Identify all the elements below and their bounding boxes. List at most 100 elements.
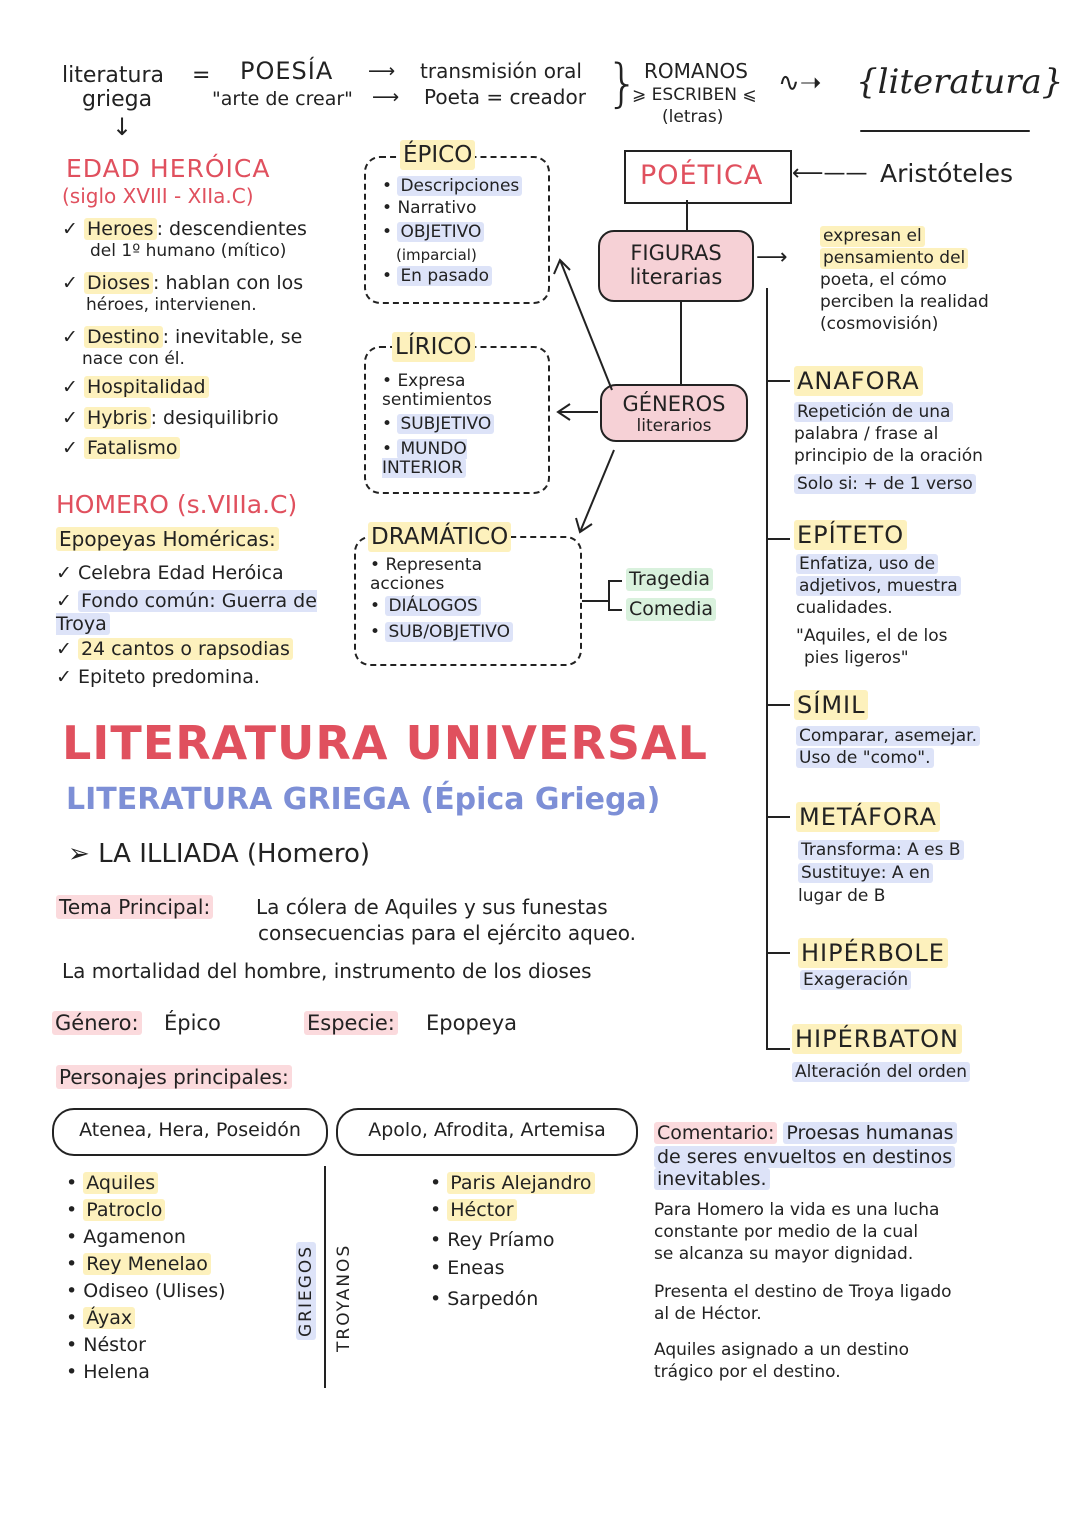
troyanos-gods-bubble: Apolo, Afrodita, Artemisa — [336, 1108, 638, 1156]
especie-label: Especie: — [304, 1011, 398, 1035]
figuras-pill: FIGURAS literarias — [598, 230, 754, 302]
letras-label: (letras) — [662, 107, 724, 127]
list-item-cont: nace con él. — [82, 349, 185, 369]
list-item: • Patroclo — [66, 1199, 166, 1222]
connector-line — [766, 1048, 790, 1050]
list-item: • OBJETIVO — [382, 222, 485, 243]
divider-line — [324, 1166, 326, 1388]
comentario-line: al de Héctor. — [654, 1304, 762, 1324]
list-item-cont: héroes, intervienen. — [86, 295, 257, 315]
generos-pill: GÉNEROS literarios — [600, 384, 748, 442]
poeta-creador: Poeta = creador — [424, 85, 586, 109]
edad-heroica-subtitle: (siglo XVIII - XIIa.C) — [62, 184, 254, 208]
desc-line: Transforma: A es B — [798, 840, 964, 861]
down-arrow-icon: ↓ — [112, 113, 133, 141]
comentario-line: Aquiles asignado a un destino — [654, 1340, 910, 1360]
hiperbole-title: HIPÉRBOLE — [798, 938, 948, 968]
list-item: • SUBJETIVO — [382, 414, 495, 435]
list-item: • En pasado — [382, 266, 493, 287]
desc-line: principio de la oración — [794, 446, 983, 466]
lirico-title: LÍRICO — [392, 332, 475, 362]
tema-line-2: consecuencias para el ejército aqueo. — [258, 921, 636, 945]
expresan-line: perciben la realidad — [820, 292, 989, 312]
dramatico-title: DRAMÁTICO — [368, 522, 512, 552]
comentario-line: se alcanza su mayor dignidad. — [654, 1244, 914, 1264]
list-item: ✓ Hospitalidad — [62, 376, 209, 399]
escriben-label: ⩾ ESCRIBEN ⩽ — [632, 85, 757, 105]
connector-line — [608, 580, 610, 610]
edad-heroica-title: EDAD HERÓICA — [66, 154, 271, 183]
connector-line — [680, 300, 682, 384]
griegos-label: GRIEGOS — [296, 1241, 316, 1340]
desc-line: Comparar, asemejar. — [796, 726, 980, 747]
tema-label: Tema Principal: — [56, 895, 214, 919]
hiperbaton-desc: Alteración del orden — [792, 1062, 971, 1083]
list-item: ✓ Destino: inevitable, se — [62, 326, 303, 348]
connector-line — [766, 538, 790, 540]
anafora-title: ANAFORA — [794, 366, 923, 396]
generos-line-2: literarios — [636, 416, 712, 436]
poesia-label: POESÍA — [240, 57, 334, 85]
list-item: • Eneas — [430, 1257, 505, 1279]
epico-title: ÉPICO — [400, 140, 476, 170]
griegos-gods-bubble: Atenea, Hera, Poseidón — [52, 1108, 328, 1156]
transmision-oral: transmisión oral — [420, 59, 582, 83]
list-item: ✓ Heroes: descendientes — [62, 218, 307, 240]
squiggle-arrow-icon: ∿➝ — [778, 68, 822, 98]
pen-icon: ➢ — [68, 839, 90, 869]
desc-line: lugar de B — [798, 886, 886, 906]
tema-line-1: La cólera de Aquiles y sus funestas — [256, 895, 608, 919]
list-item: • Áyax — [66, 1307, 136, 1330]
list-item-note: (imparcial) — [396, 246, 477, 264]
list-item: • Expresa sentimientos — [382, 371, 492, 410]
arrow-icon: ⟶ — [368, 60, 396, 82]
list-item: • SUB/OBJETIVO — [370, 622, 513, 643]
genero-label: Género: — [52, 1011, 142, 1035]
comentario-line: trágico por el destino. — [654, 1362, 841, 1382]
epiteto-title: EPÍTETO — [794, 520, 908, 550]
connector-line — [608, 580, 622, 582]
list-item: • Agamenon — [66, 1226, 186, 1248]
hiperbaton-title: HIPÉRBATON — [792, 1024, 962, 1054]
list-item: ✓ Epiteto predomina. — [56, 666, 260, 688]
troyanos-label: TROYANOS — [334, 1243, 354, 1352]
desc-line: pies ligeros" — [804, 648, 909, 668]
list-item-cont: del 1º humano (mítico) — [90, 241, 287, 261]
list-item: • Néstor — [66, 1334, 146, 1356]
generos-arrows — [553, 258, 615, 534]
desc-line: adjetivos, muestra — [796, 576, 961, 597]
figuras-line-2: literarias — [629, 265, 723, 289]
comentario-line: de seres envueltos en destinos — [654, 1146, 956, 1169]
romanos-label: ROMANOS — [644, 59, 748, 83]
list-item: ✓ Celebra Edad Heróica — [56, 562, 284, 584]
comentario-line: Presenta el destino de Troya ligado — [654, 1282, 952, 1302]
list-item: • Rey Menelao — [66, 1253, 211, 1276]
especie-value: Epopeya — [426, 1011, 517, 1035]
comentario-line: Para Homero la vida es una lucha — [654, 1200, 940, 1220]
lit-griega-label-1: literatura — [62, 63, 165, 88]
desc-line: Uso de "como". — [796, 748, 934, 769]
hiperbole-desc: Exageración — [800, 970, 912, 991]
desc-line: Repetición de una — [794, 402, 954, 423]
epopeyas-label: Epopeyas Homéricas: — [56, 527, 279, 551]
simil-title: SÍMIL — [794, 690, 869, 720]
comentario-line: inevitables. — [654, 1168, 770, 1191]
list-item: • Paris Alejandro — [430, 1172, 595, 1195]
generos-line-1: GÉNEROS — [622, 392, 726, 416]
aristoteles-label: Aristóteles — [880, 159, 1013, 188]
figures-spine — [766, 288, 768, 1050]
list-item: • Representa acciones — [370, 555, 482, 594]
list-item: • Descripciones — [382, 176, 523, 197]
connector-line — [608, 609, 622, 611]
list-item: • Héctor — [430, 1199, 517, 1222]
mortalidad-line: La mortalidad del hombre, instrumento de… — [62, 959, 592, 983]
genero-value: Épico — [164, 1011, 221, 1035]
connector-line — [582, 600, 608, 602]
list-item: ✓ Fatalismo — [62, 437, 181, 460]
connector-line — [766, 380, 790, 382]
list-item: • DIÁLOGOS — [370, 596, 481, 617]
list-item: ✓ 24 cantos o rapsodias — [56, 638, 293, 661]
homero-title: HOMERO (s.VIIIa.C) — [56, 490, 298, 519]
connector-line — [766, 816, 790, 818]
underline-decor — [860, 130, 1030, 132]
